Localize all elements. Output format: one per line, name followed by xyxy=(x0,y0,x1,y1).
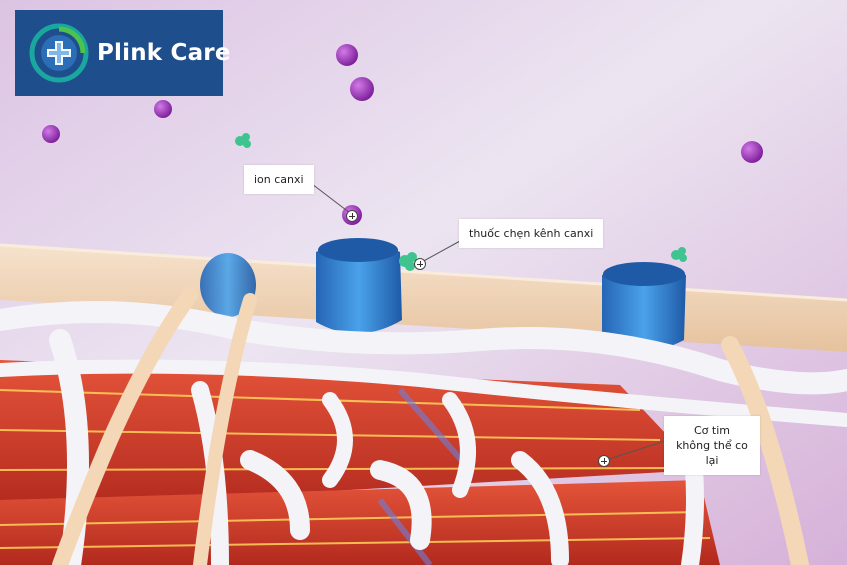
heart-muscle-label-line2: không thể co lại xyxy=(676,439,748,467)
heart-muscle-label-line1: Cơ tim xyxy=(694,424,730,437)
calcium-channel xyxy=(200,253,256,317)
brand-name: Plink Care xyxy=(97,40,231,66)
calcium-channel-blocker-label: thuốc chẹn kênh canxi xyxy=(459,219,604,248)
tan-fiber xyxy=(52,287,809,565)
calcium-ion xyxy=(350,77,374,101)
heart-muscle-marker xyxy=(598,455,610,467)
plink-care-cross-icon xyxy=(29,23,89,83)
drug-molecule xyxy=(671,247,687,262)
heart-muscle-label: Cơ tim không thể co lại xyxy=(664,416,760,475)
plink-care-logo: Plink Care xyxy=(15,10,230,96)
calcium-ion xyxy=(42,125,60,143)
ion-leader-line xyxy=(311,183,351,214)
drug-molecule xyxy=(235,133,251,148)
calcium-ion-label: ion canxi xyxy=(244,165,314,194)
heart-leader-line xyxy=(605,439,669,461)
drug-leader-line xyxy=(419,240,461,264)
calcium-ion-marker xyxy=(346,210,358,222)
drug-marker xyxy=(414,258,426,270)
calcium-channel xyxy=(602,262,686,351)
calcium-ion xyxy=(741,141,763,163)
calcium-channel xyxy=(316,238,402,334)
calcium-ion xyxy=(154,100,172,118)
calcium-ion xyxy=(336,44,358,66)
